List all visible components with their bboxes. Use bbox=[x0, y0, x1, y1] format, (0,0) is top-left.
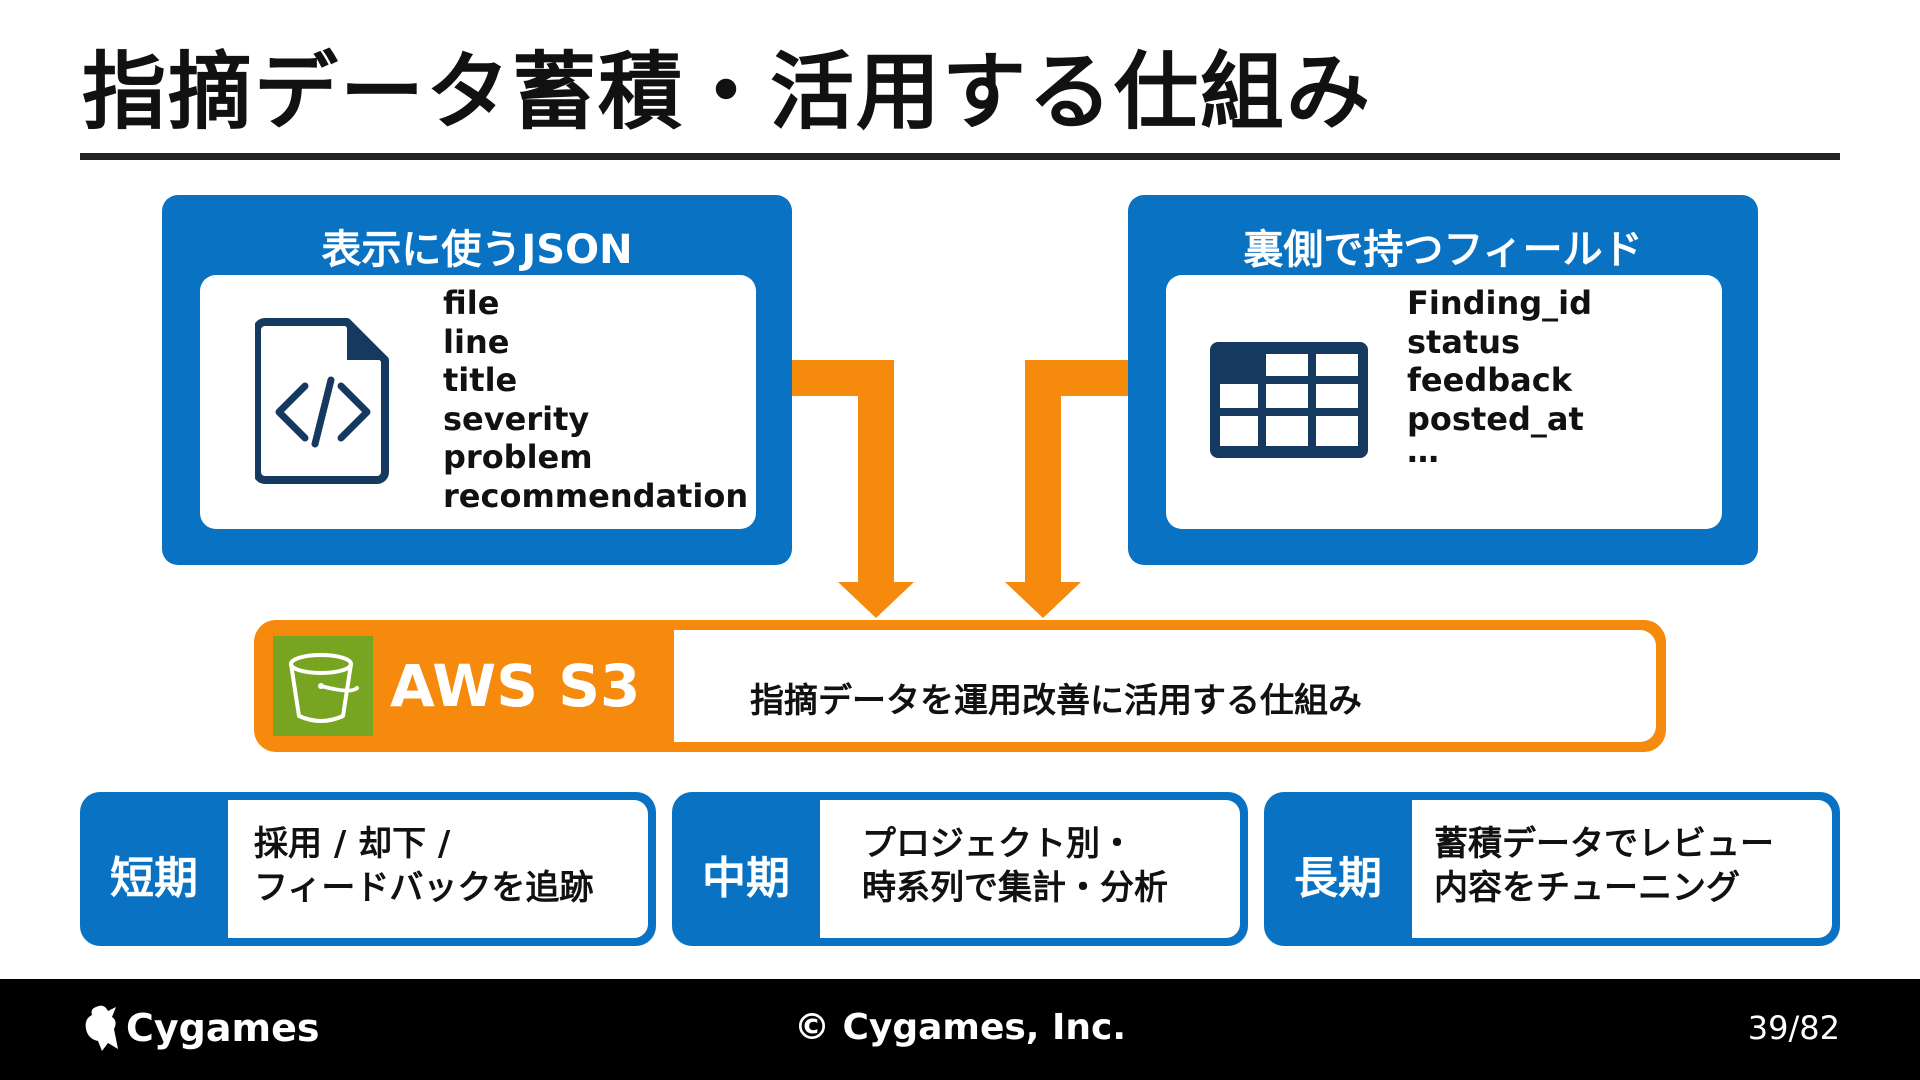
code-file-icon bbox=[255, 318, 389, 484]
long-term-text: 蓄積データでレビュー 内容をチューニング bbox=[1434, 822, 1774, 910]
display-json-heading: 表示に使うJSON bbox=[321, 227, 633, 273]
page-number: 39/82 bbox=[1747, 1009, 1840, 1047]
long-term-label: 長期 bbox=[1294, 853, 1382, 904]
hidden-field-item: feedback bbox=[1407, 361, 1572, 399]
json-field-item: recommendation bbox=[443, 476, 749, 515]
long-term-line: 蓄積データでレビュー bbox=[1434, 824, 1774, 864]
brand-logo: Cygames bbox=[82, 1003, 320, 1053]
json-field-item: line bbox=[443, 322, 510, 361]
short-term-body: 採用 / 却下 / フィードバックを追跡 bbox=[228, 800, 648, 938]
mid-term-body: プロジェクト別・ 時系列で集計・分析 bbox=[820, 800, 1240, 938]
hidden-field-list: Finding_id status feedback posted_at … bbox=[1407, 284, 1593, 470]
short-term-label: 短期 bbox=[110, 853, 198, 904]
hidden-fields-panel: 裏側で持つフィールド bbox=[1128, 195, 1758, 565]
mid-term-line: 時系列で集計・分析 bbox=[862, 868, 1168, 908]
slide-title: 指摘データ蓄積・活用する仕組み bbox=[82, 43, 1373, 141]
s3-bucket-icon bbox=[289, 653, 359, 723]
s3-icon-tile bbox=[273, 636, 373, 736]
json-field-item: title bbox=[443, 361, 518, 399]
long-term-body: 蓄積データでレビュー 内容をチューニング bbox=[1412, 800, 1832, 938]
hidden-field-item: status bbox=[1407, 322, 1521, 361]
mid-term-card: 中期 プロジェクト別・ 時系列で集計・分析 bbox=[672, 792, 1248, 946]
mid-term-line: プロジェクト別・ bbox=[862, 824, 1134, 864]
hidden-fields-heading: 裏側で持つフィールド bbox=[1243, 227, 1643, 273]
cygames-logo-icon bbox=[85, 1005, 118, 1051]
json-field-item: file bbox=[443, 284, 500, 322]
fields-to-s3-arrow bbox=[1005, 360, 1128, 618]
table-icon bbox=[1210, 342, 1368, 458]
short-term-card: 短期 採用 / 却下 / フィードバックを追跡 bbox=[80, 792, 656, 946]
s3-label: AWS S3 bbox=[390, 652, 641, 720]
mid-term-label: 中期 bbox=[702, 853, 790, 904]
short-term-line: フィードバックを追跡 bbox=[254, 868, 594, 908]
s3-description-card bbox=[674, 630, 1656, 742]
json-field-item: severity bbox=[443, 399, 590, 438]
s3-description: 指摘データを運用改善に活用する仕組み bbox=[750, 681, 1362, 721]
mid-term-text: プロジェクト別・ 時系列で集計・分析 bbox=[862, 822, 1168, 910]
long-term-card: 長期 蓄積データでレビュー 内容をチューニング bbox=[1264, 792, 1840, 946]
hidden-field-item: … bbox=[1407, 432, 1439, 470]
hidden-field-item: posted_at bbox=[1407, 399, 1584, 438]
json-to-s3-arrow bbox=[792, 360, 914, 618]
hidden-field-item: Finding_id bbox=[1407, 284, 1593, 322]
short-term-line: 採用 / 却下 / bbox=[254, 824, 451, 864]
copyright-text: © Cygames, Inc. bbox=[793, 1007, 1127, 1048]
title-divider bbox=[80, 153, 1840, 160]
short-term-text: 採用 / 却下 / フィードバックを追跡 bbox=[254, 822, 593, 910]
json-field-item: problem bbox=[443, 438, 593, 476]
display-json-field-list: file line title severity problem recomme… bbox=[443, 284, 748, 515]
long-term-line: 内容をチューニング bbox=[1434, 868, 1740, 908]
display-json-panel: 表示に使うJSON bbox=[162, 195, 792, 565]
footer-bar: Cygames © Cygames, Inc. 39/82 bbox=[0, 979, 1920, 1080]
brand-name: Cygames bbox=[126, 1006, 320, 1050]
